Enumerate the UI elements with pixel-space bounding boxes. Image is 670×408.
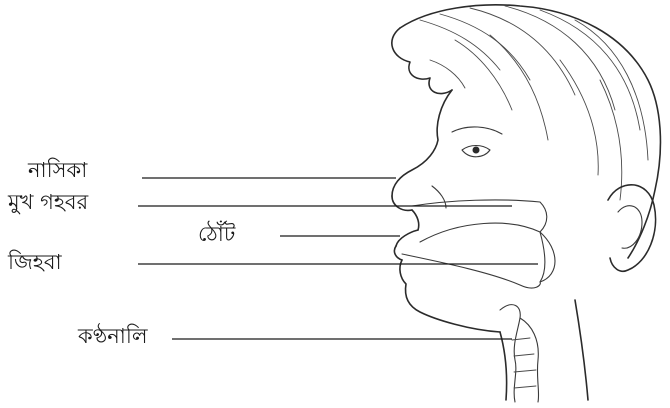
lips-label: ঠোঁট xyxy=(198,224,235,245)
mouth-cavity-label: মুখ গহবর xyxy=(8,192,88,213)
nose-label: নাসিকা xyxy=(28,160,87,181)
internal-anatomy xyxy=(402,200,555,402)
face-profile xyxy=(392,90,588,400)
tongue-label: জিহবা xyxy=(8,252,62,273)
hair-drawing xyxy=(392,5,661,258)
windpipe-label: কণ্ঠনালি xyxy=(78,326,148,347)
ear-drawing xyxy=(608,185,656,271)
